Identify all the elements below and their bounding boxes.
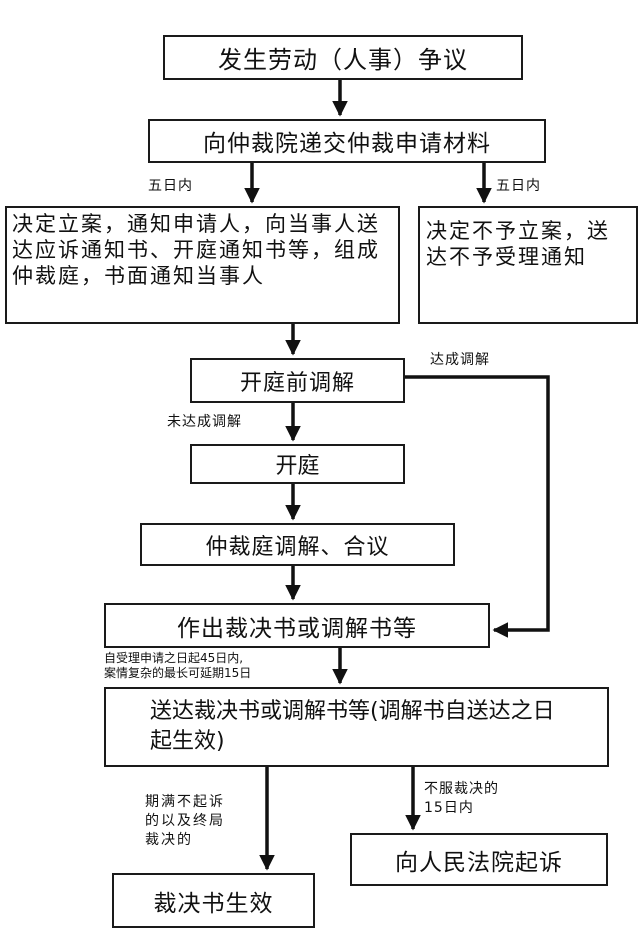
node-pre-hearing-mediation: 开庭前调解	[190, 358, 405, 403]
node-file-lawsuit: 向人民法院起诉	[350, 833, 608, 886]
node-tribunal-mediation: 仲裁庭调解、合议	[140, 523, 455, 566]
node-submit-application: 向仲裁院递交仲裁申请材料	[148, 119, 546, 163]
label-five-days-right: 五日内	[496, 178, 541, 194]
node-reject-case: 决定不予立案，送达不予受理通知	[418, 206, 638, 324]
label-expired-line3: 裁决的	[145, 832, 193, 848]
label-five-days-left: 五日内	[148, 178, 193, 194]
label-refuse-line2: 15日内	[424, 800, 474, 816]
label-time-limit-line1: 自受理申请之日起45日内,	[104, 651, 244, 665]
label-refuse-award: 不服裁决的 15日内	[424, 780, 499, 818]
label-time-limit: 自受理申请之日起45日内, 案情复杂的最长可延期15日	[104, 651, 251, 681]
label-expired-final: 期满不起诉 的以及终局 裁决的	[145, 793, 225, 850]
node-issue-award: 作出裁决书或调解书等	[104, 603, 490, 648]
arrow-mediation-reached-to-award	[405, 375, 550, 638]
label-mediation-not-reached: 未达成调解	[167, 414, 242, 430]
label-mediation-reached: 达成调解	[430, 352, 490, 368]
label-expired-line1: 期满不起诉	[145, 794, 225, 810]
label-refuse-line1: 不服裁决的	[424, 781, 499, 797]
node-hearing: 开庭	[190, 444, 405, 484]
node-accept-case: 决定立案，通知申请人，向当事人送达应诉通知书、开庭通知书等，组成仲裁庭，书面通知…	[5, 206, 400, 324]
label-time-limit-line2: 案情复杂的最长可延期15日	[104, 666, 252, 680]
node-dispute: 发生劳动（人事）争议	[163, 35, 523, 80]
node-deliver-award: 送达裁决书或调解书等(调解书自送达之日起生效)	[104, 687, 609, 767]
label-expired-line2: 的以及终局	[145, 813, 225, 829]
node-award-effective: 裁决书生效	[112, 873, 315, 928]
